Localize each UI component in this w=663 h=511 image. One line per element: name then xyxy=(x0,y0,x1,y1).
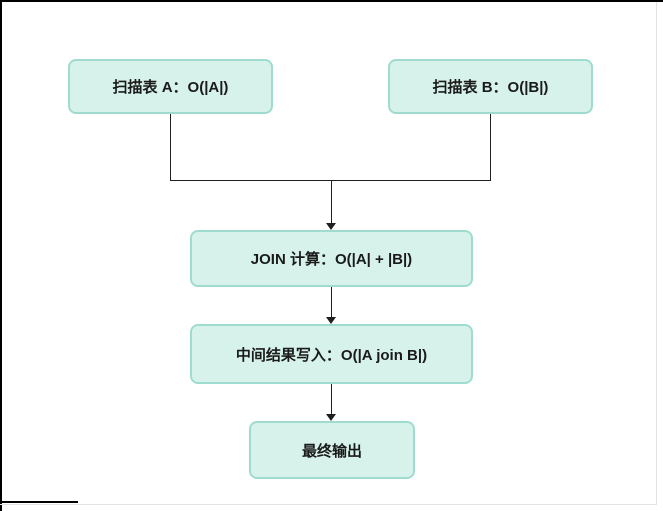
page-edge-right xyxy=(656,2,657,505)
frame-border-bottom-left xyxy=(0,501,78,503)
node-join-compute-label: JOIN 计算：O(|A| + |B|) xyxy=(250,251,413,268)
arrowhead-into-intermediate xyxy=(326,317,336,324)
frame-border-top xyxy=(0,0,663,2)
node-join-compute: JOIN 计算：O(|A| + |B|) xyxy=(190,230,473,287)
edge-intermediate-to-output xyxy=(331,384,332,414)
edge-scan-b-stem xyxy=(490,114,491,180)
node-scan-table-b: 扫描表 B：O(|B|) xyxy=(388,59,593,114)
frame-border-left xyxy=(0,0,2,511)
edge-merge-to-join xyxy=(331,180,332,223)
edge-join-to-intermediate xyxy=(331,287,332,317)
edge-merge-horizontal xyxy=(170,180,491,181)
node-scan-table-a-label: 扫描表 A：O(|A|) xyxy=(112,79,229,96)
node-scan-table-a: 扫描表 A：O(|A|) xyxy=(68,59,273,114)
arrowhead-into-output xyxy=(326,414,336,421)
node-final-output: 最终输出 xyxy=(249,421,415,479)
node-scan-table-b-label: 扫描表 B：O(|B|) xyxy=(432,79,549,96)
edge-scan-a-stem xyxy=(170,114,171,180)
node-final-output-label: 最终输出 xyxy=(301,442,362,460)
node-intermediate-write: 中间结果写入：O(|A join B|) xyxy=(190,324,473,384)
arrowhead-into-join xyxy=(326,223,336,230)
node-intermediate-write-label: 中间结果写入：O(|A join B|) xyxy=(235,346,428,364)
page-edge-bottom xyxy=(0,504,657,505)
